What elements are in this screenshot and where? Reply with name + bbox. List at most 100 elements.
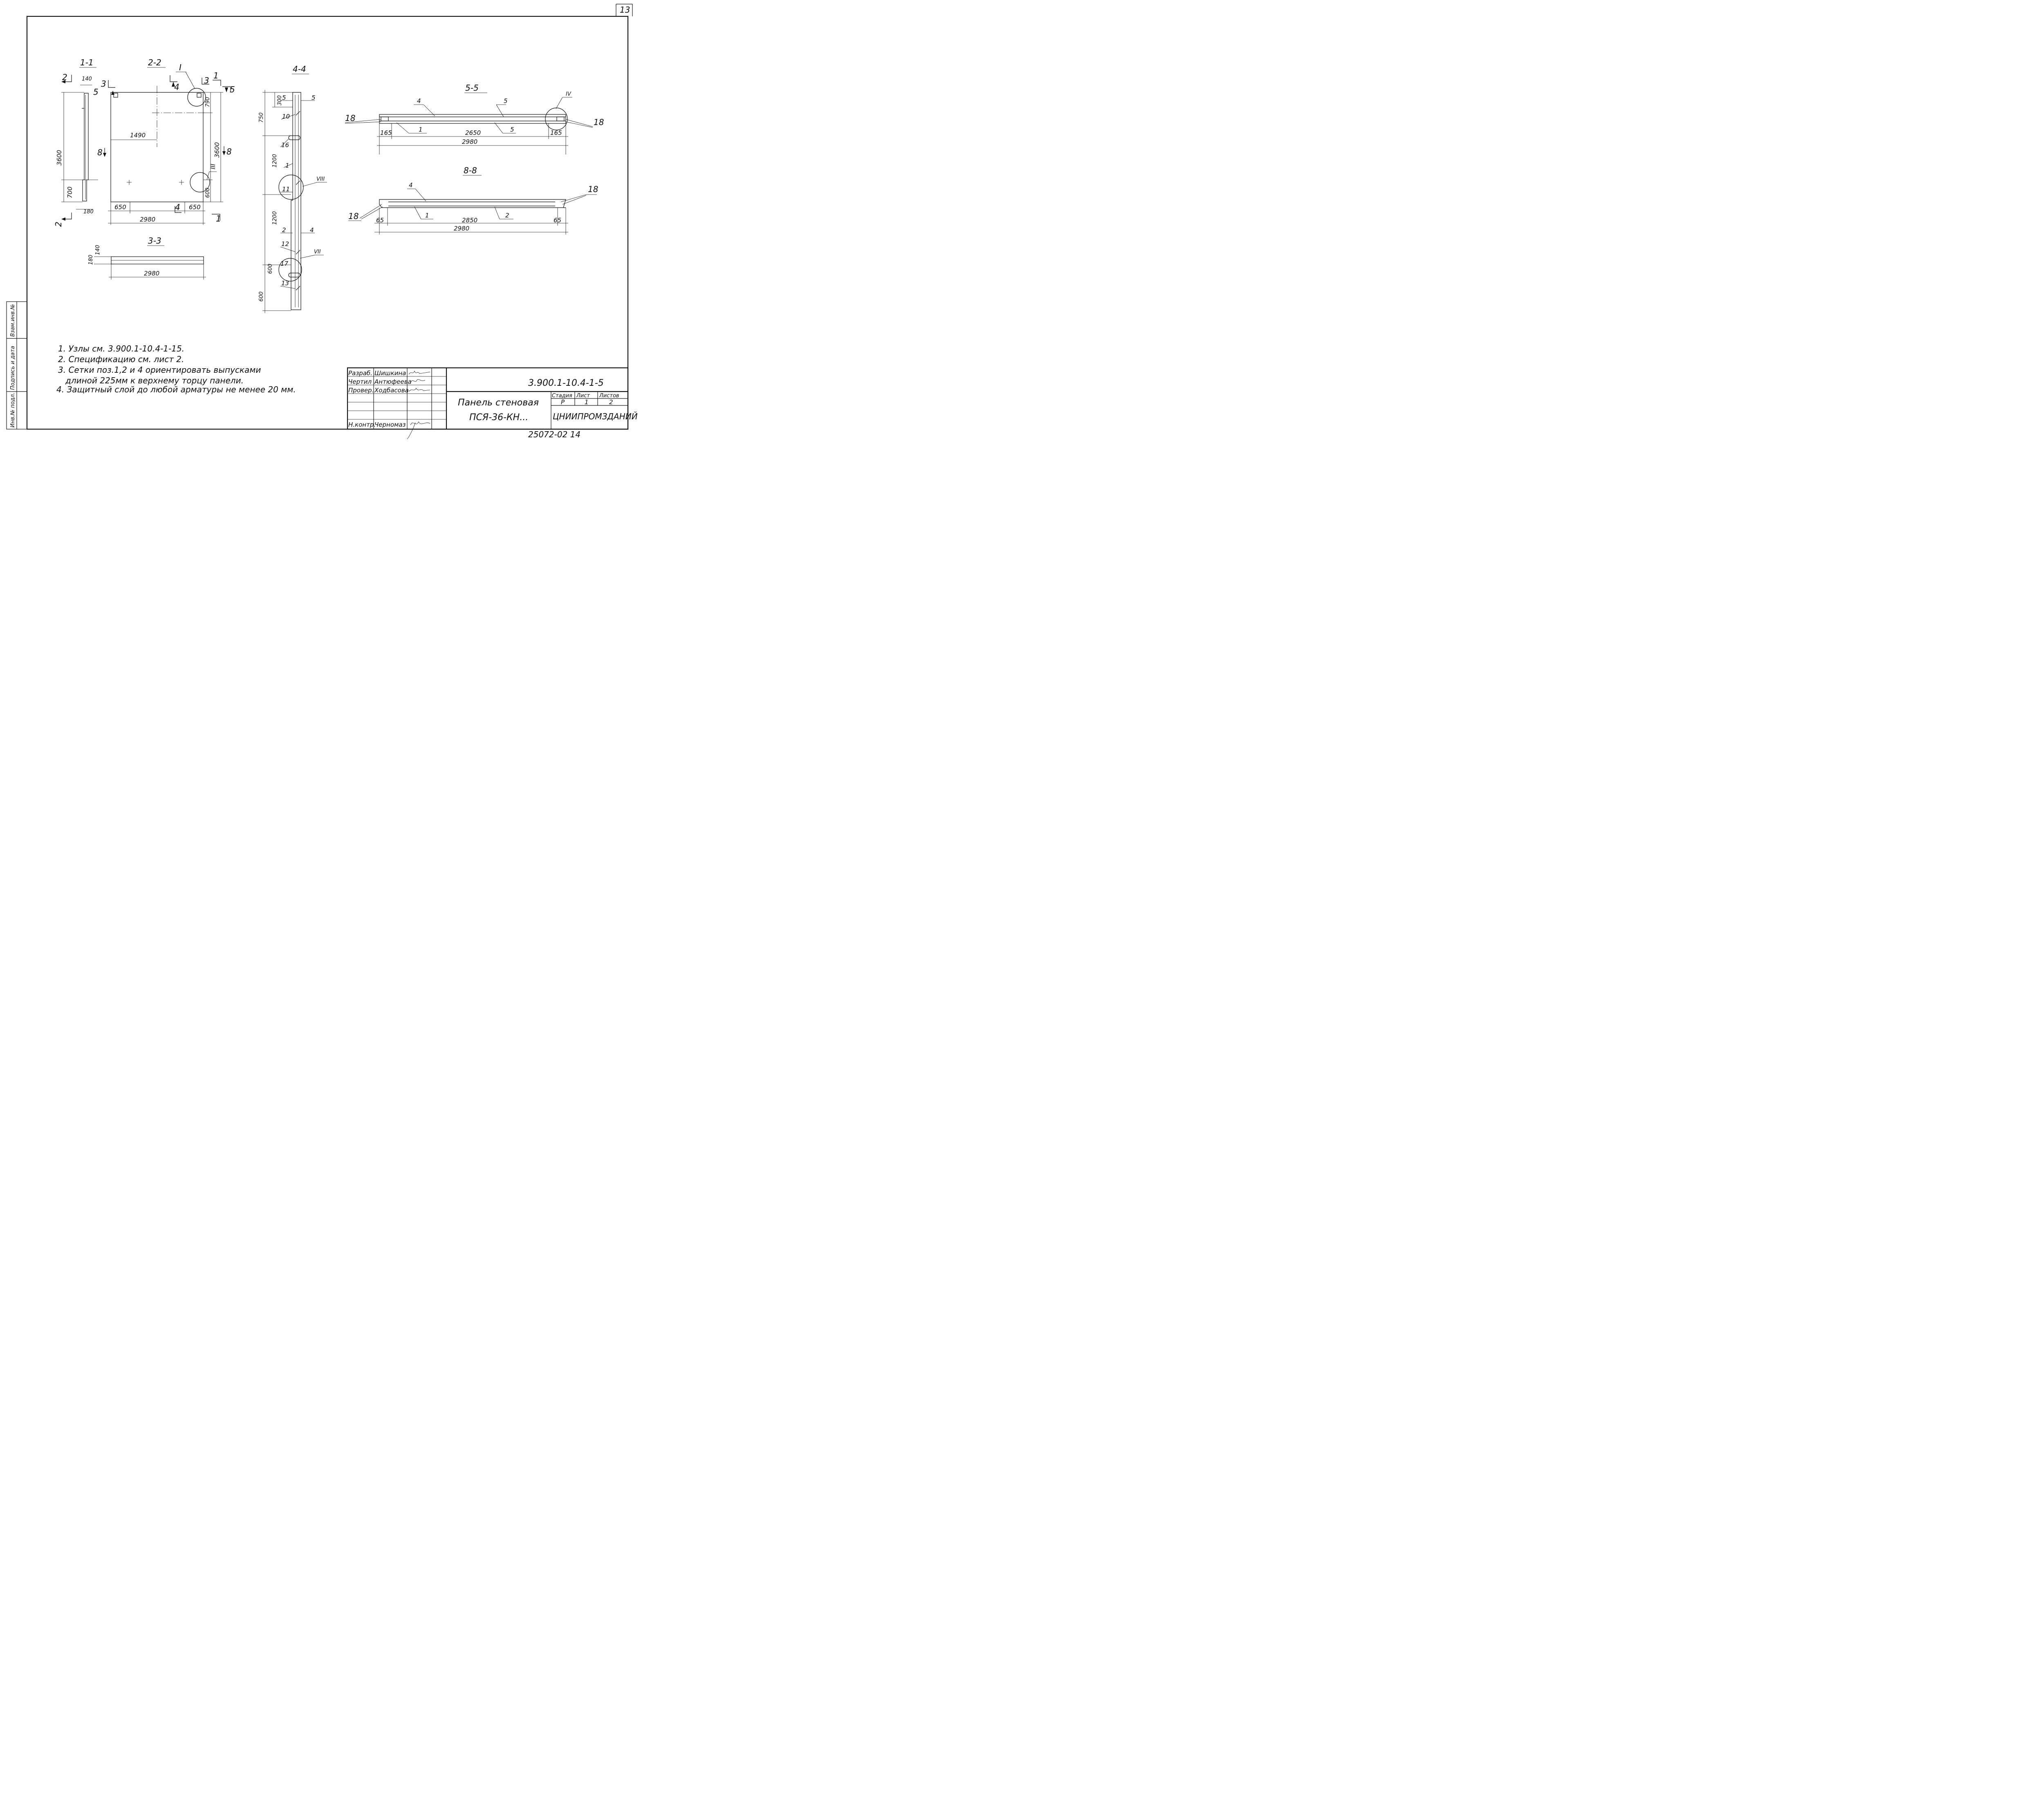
sheet-value: 1 xyxy=(585,398,589,406)
dim-790: 790 xyxy=(205,97,211,107)
pos-18-left-8-8: 18 xyxy=(348,211,359,221)
dim-180: 180 xyxy=(83,209,94,215)
dim-2980-2-2: 2980 xyxy=(140,216,155,223)
sheets-label: Листов xyxy=(599,393,619,399)
title-line-1: Панель стеновая xyxy=(458,398,539,408)
pos-5b: 5 xyxy=(312,94,316,101)
section-label-4-4: 4-4 xyxy=(293,64,306,74)
view-5-5: 5-5 IV 4 5 18 18 1 5 165 xyxy=(345,83,604,154)
cut-5-left: 5 xyxy=(93,87,99,97)
stamp-number: 25072-02 14 xyxy=(528,430,580,439)
view-1-1: 1-1 2 2 140 3600 700 180 xyxy=(54,58,98,227)
pos-18-left-5-5: 18 xyxy=(345,113,355,123)
cut-3-right: 3 xyxy=(204,76,209,85)
dim-65-right: 65 xyxy=(554,217,561,224)
pos-4: 4 xyxy=(310,226,314,234)
role-checked: Провер. xyxy=(348,387,374,394)
pos-12: 12 xyxy=(281,240,289,248)
pos-2-8-8: 2 xyxy=(505,212,509,219)
dim-2980-8-8: 2980 xyxy=(454,225,469,232)
pos-16: 16 xyxy=(281,141,289,149)
node-VIII: VIII xyxy=(316,176,325,182)
section-label-2-2: 2-2 xyxy=(148,58,161,67)
sheet-label: Лист xyxy=(576,393,590,399)
pos-5b-5-5: 5 xyxy=(510,126,514,133)
dim-180-3-3: 180 xyxy=(88,255,94,265)
pos-18-right-8-8: 18 xyxy=(588,184,598,194)
strip-sign-label: Подпись и дата xyxy=(10,346,16,390)
strip-inv-label: Инв.№ подл. xyxy=(10,392,16,428)
sheets-value: 2 xyxy=(609,398,613,406)
pos-11: 11 xyxy=(282,186,290,193)
name-checker: Ходбасова xyxy=(374,387,409,394)
dim-1200-4-4-b: 1200 xyxy=(272,211,278,225)
note-3-cont: длиной 225мм к верхнему торцу панели. xyxy=(65,376,244,385)
section-label-8-8: 8-8 xyxy=(464,166,477,175)
dim-65-left: 65 xyxy=(376,217,384,224)
left-strip: Инв.№ подл. Подпись и дата Взам.инв.№ xyxy=(6,301,27,430)
dim-2850: 2850 xyxy=(462,217,477,224)
pos-1-8-8: 1 xyxy=(425,212,429,219)
name-developer: Шишкина xyxy=(374,369,406,377)
dim-600: 600 xyxy=(205,188,211,198)
dim-600-4-4-b: 600 xyxy=(258,291,264,302)
pos-4-5-5: 4 xyxy=(417,97,421,105)
stage-label: Стадия xyxy=(552,393,572,399)
pos-4-8-8: 4 xyxy=(409,181,413,189)
name-drawer: Антюфеева xyxy=(374,378,412,385)
view-8-8: 8-8 4 18 18 1 2 65 2850 65 2980 xyxy=(348,166,598,235)
pos-1: 1 xyxy=(285,162,289,169)
drawing-canvas: 13 Инв.№ подл. Подпись и дата Взам.инв.№… xyxy=(6,4,638,439)
dim-300-4-4: 300 xyxy=(277,95,283,105)
note-4: 4. Защитный слой до любой арматуры не ме… xyxy=(56,385,296,394)
dim-2650: 2650 xyxy=(465,129,481,137)
pos-18-right-5-5: 18 xyxy=(594,117,604,127)
dim-165-right: 165 xyxy=(550,129,562,137)
role-norm-control: Н.контр. xyxy=(348,421,376,428)
strip-replace-label: Взам.инв.№ xyxy=(10,304,16,337)
title-block: Разраб. Чертил Провер. Н.контр. Шишкина … xyxy=(347,367,638,439)
dim-750-4-4: 750 xyxy=(258,112,264,123)
pos-13: 13 xyxy=(281,280,289,287)
pos-1-5-5: 1 xyxy=(419,126,423,133)
page-number: 13 xyxy=(620,5,630,15)
section-label-3-3: 3-3 xyxy=(148,236,161,246)
doc-code: 3.900.1-10.4-1-5 xyxy=(528,378,604,388)
pos-17: 17 xyxy=(280,260,289,267)
signature-developer xyxy=(408,370,430,375)
signature-checker xyxy=(408,388,430,392)
signature-norm-controller xyxy=(407,421,430,439)
dim-650-right: 650 xyxy=(189,204,201,211)
dim-2980-3-3: 2980 xyxy=(144,270,159,277)
dim-1490: 1490 xyxy=(130,132,146,139)
cut-4-bottom: 4 xyxy=(175,202,180,212)
notes: 1. Узлы см. 3.900.1-10.4-1-15. 2. Специф… xyxy=(56,344,296,394)
dim-2980-5-5: 2980 xyxy=(462,138,477,146)
signature-drawer xyxy=(410,379,426,383)
role-drawn: Чертил xyxy=(348,378,372,385)
node-III: III xyxy=(209,163,217,169)
dim-140: 140 xyxy=(82,76,92,82)
note-2: 2. Спецификацию см. лист 2. xyxy=(58,354,184,364)
pos-5-5-5: 5 xyxy=(504,97,508,105)
section-label-1-1: 1-1 xyxy=(80,58,94,67)
pos-2: 2 xyxy=(282,226,286,234)
cut-3-left: 3 xyxy=(101,79,106,89)
node-I: I xyxy=(179,63,182,72)
section-label-5-5: 5-5 xyxy=(465,83,479,93)
dim-700: 700 xyxy=(66,186,74,198)
stage-value: Р xyxy=(561,398,565,406)
cut-2-bot: 2 xyxy=(54,222,63,227)
pos-5a: 5 xyxy=(282,94,286,101)
node-IV: IV xyxy=(566,91,572,97)
drawing-sheet: 13 Инв.№ подл. Подпись и дата Взам.инв.№… xyxy=(0,0,639,451)
cut-8-left: 8 xyxy=(97,148,103,157)
role-developed: Разраб. xyxy=(348,369,372,377)
node-VII: VII xyxy=(314,249,321,255)
view-3-3: 3-3 180 140 2980 xyxy=(88,236,206,280)
cut-5-right: 5 xyxy=(230,85,235,94)
sheet-frame: 13 xyxy=(26,4,633,430)
dim-3600-right: 3600 xyxy=(213,142,221,158)
note-1: 1. Узлы см. 3.900.1-10.4-1-15. xyxy=(58,344,184,354)
cut-8-right: 8 xyxy=(226,147,232,157)
